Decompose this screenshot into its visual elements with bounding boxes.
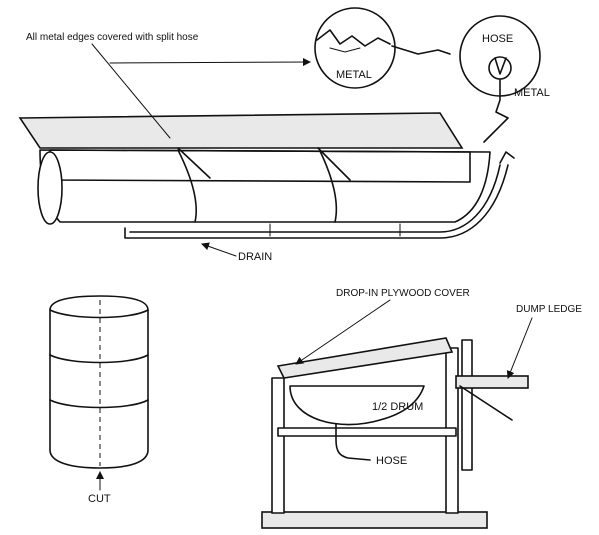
label-cut: CUT xyxy=(88,493,111,505)
label-metal-left: METAL xyxy=(336,69,372,81)
drain-pipe xyxy=(124,164,509,239)
trough-divider-1 xyxy=(177,147,211,179)
slanted-plywood-cover xyxy=(276,337,454,379)
label-hose-bottom: HOSE xyxy=(376,455,407,467)
split-hose-leader xyxy=(91,43,171,139)
drain-spout xyxy=(499,151,515,164)
detail-metal-edge xyxy=(314,7,451,89)
drum-seam-1 xyxy=(177,149,197,223)
detail-hose-over-metal xyxy=(459,15,541,143)
trough-plywood-lid xyxy=(18,112,464,149)
drain-pipe-inner xyxy=(129,164,501,233)
half-drum-hose xyxy=(335,423,371,461)
dump-ledge-leader xyxy=(506,317,533,379)
drain-leader xyxy=(201,242,237,257)
frame-crossbar xyxy=(277,427,457,437)
trough-assembly xyxy=(18,112,515,239)
trough-end-cap xyxy=(37,151,63,225)
dump-ledge xyxy=(455,375,529,389)
label-half-drum: 1/2 DRUM xyxy=(372,401,423,413)
frame-post-mid xyxy=(461,339,473,471)
frame-assembly xyxy=(261,337,529,529)
metal-leader xyxy=(109,58,311,67)
trough-divider-2 xyxy=(317,147,351,181)
label-drain: DRAIN xyxy=(238,251,272,263)
label-hose: HOSE xyxy=(482,33,513,45)
drum-cut-view xyxy=(49,295,149,491)
hose-cross-section xyxy=(488,56,512,80)
trough-body xyxy=(39,149,491,223)
cover-leader xyxy=(295,299,391,365)
drum-seam-2 xyxy=(319,150,338,223)
half-drum xyxy=(289,385,425,426)
label-split-hose-note: All metal edges covered with split hose xyxy=(26,32,199,43)
ground-strip xyxy=(261,511,488,529)
label-metal-right: METAL xyxy=(514,87,550,99)
label-dump-ledge: DUMP LEDGE xyxy=(516,304,582,315)
label-drop-in-cover: DROP-IN PLYWOOD COVER xyxy=(336,288,470,299)
drum-body xyxy=(49,295,149,469)
frame-post-left xyxy=(271,377,285,514)
